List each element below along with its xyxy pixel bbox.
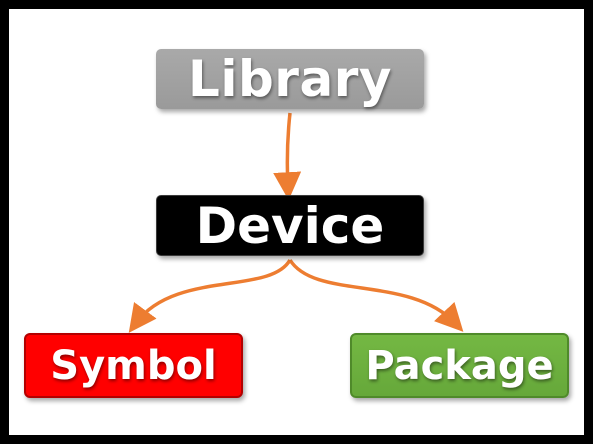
package-node: Package — [350, 333, 569, 398]
library-label: Library — [188, 50, 392, 108]
device-node: Device — [156, 195, 424, 256]
symbol-node: Symbol — [24, 333, 243, 398]
symbol-label: Symbol — [50, 342, 217, 389]
library-node: Library — [156, 49, 424, 109]
connector-device-package — [288, 259, 464, 332]
device-label: Device — [195, 196, 385, 255]
connector-library-device — [273, 112, 302, 201]
package-label: Package — [365, 342, 554, 389]
connector-device-symbol — [128, 259, 292, 333]
